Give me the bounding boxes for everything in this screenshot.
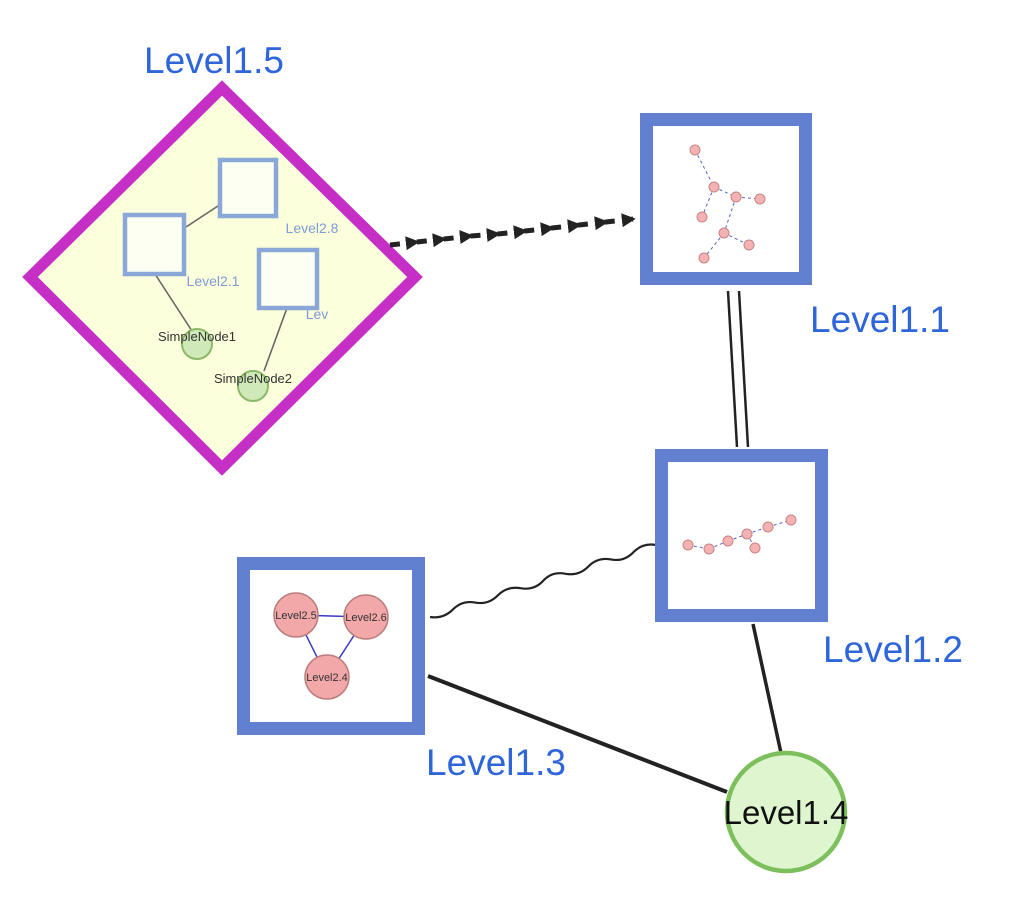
node-level1-3[interactable] <box>237 557 425 735</box>
node-simplenode2[interactable] <box>237 370 269 402</box>
mini-node[interactable] <box>730 191 742 203</box>
mini-node[interactable] <box>689 144 701 156</box>
node-level2-1-label: Level2.1 <box>187 273 240 289</box>
node-level1-2-label: Level1.2 <box>823 629 963 670</box>
mini-node[interactable] <box>708 181 720 193</box>
mini-node[interactable] <box>703 543 715 555</box>
mini-node[interactable] <box>754 193 766 205</box>
node-simplenode1[interactable] <box>181 328 213 360</box>
node-level2-6[interactable] <box>343 594 389 640</box>
mini-node[interactable] <box>722 535 734 547</box>
node-level1-1-label: Level1.1 <box>810 299 950 340</box>
level1-3-mini-graph: Level2.5 Level2.6 Level2.4 <box>273 592 389 700</box>
node-level2-8-label: Level2.8 <box>286 220 339 236</box>
edge-level2-1-to-simplenode1[interactable] <box>154 273 193 332</box>
edge-level1-3-to-level1-2[interactable] <box>429 543 657 619</box>
node-level1-2[interactable] <box>655 449 828 622</box>
node-level2-4-label: Level2.4 <box>306 672 348 684</box>
mini-edge[interactable] <box>723 232 750 246</box>
mini-node[interactable] <box>785 514 797 526</box>
edge-level2-1-to-level2-8[interactable] <box>185 203 222 228</box>
edge-level1-5-to-level1-1[interactable] <box>389 213 636 251</box>
node-level1-4-label: Level1.4 <box>724 794 849 831</box>
node-level2-8[interactable] <box>217 157 279 219</box>
node-simplenode2-label: SimpleNode2 <box>214 371 292 386</box>
level1-1-mini-graph <box>689 144 766 264</box>
mini-node[interactable] <box>698 252 710 264</box>
node-simplenode1-label: SimpleNode1 <box>158 329 236 344</box>
mini-node[interactable] <box>682 539 694 551</box>
node-level2-5-label: Level2.5 <box>275 610 317 622</box>
node-lev[interactable] <box>256 247 320 311</box>
mini-edge[interactable] <box>723 196 737 234</box>
edge-level1-1-to-level1-2[interactable] <box>726 290 750 448</box>
edge-level1-2-to-level1-4[interactable] <box>751 623 783 754</box>
level1-2-mini-graph <box>682 514 797 555</box>
node-level1-5-label: Level1.5 <box>144 40 284 81</box>
mini-node[interactable] <box>743 239 755 251</box>
node-level2-6-label: Level2.6 <box>345 612 387 624</box>
node-level2-4[interactable] <box>304 654 350 700</box>
mini-edge[interactable] <box>694 149 715 188</box>
node-level1-1[interactable] <box>640 113 812 285</box>
node-level1-4[interactable] <box>724 750 848 874</box>
mini-node[interactable] <box>696 211 708 223</box>
mini-node[interactable] <box>749 542 761 554</box>
node-level2-5[interactable] <box>273 592 319 638</box>
edge-level1-3-to-level1-4[interactable] <box>427 674 728 794</box>
edge-lev-to-simplenode2[interactable] <box>263 307 288 372</box>
node-level1-5-diamond[interactable] <box>22 80 423 476</box>
mini-node[interactable] <box>741 528 753 540</box>
node-level2-1[interactable] <box>122 212 187 277</box>
mini-node[interactable] <box>718 227 730 239</box>
node-lev-label: Lev <box>306 306 329 322</box>
node-level1-3-label: Level1.3 <box>426 742 566 783</box>
mini-node[interactable] <box>762 521 774 533</box>
